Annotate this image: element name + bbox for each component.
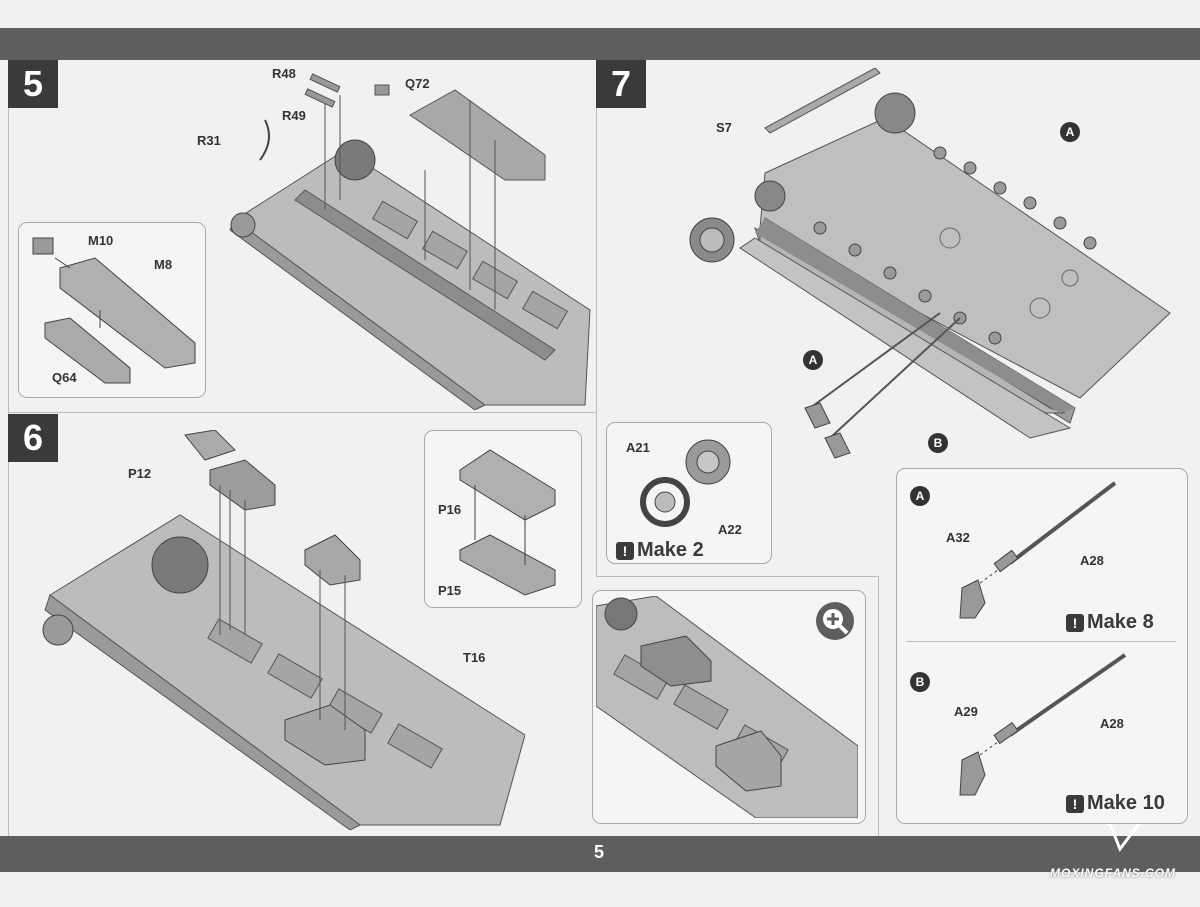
label-q72: Q72 (405, 76, 430, 91)
label-r31: R31 (197, 133, 221, 148)
step-6-number: 6 (8, 414, 58, 462)
watermark-text: MOXINGFANS.COM (1050, 866, 1177, 880)
label-p12: P12 (128, 466, 152, 481)
vertical-divider (596, 60, 597, 576)
zoom-plus-icon (816, 602, 854, 640)
make-10-text: Make 10 (1087, 792, 1165, 814)
make-8-note: ! Make 8 (1066, 611, 1154, 634)
callout-a-drawing (959, 481, 1117, 619)
label-a29: A29 (954, 704, 978, 719)
page-number: 5 (594, 842, 605, 862)
make-2-note: ! Make 2 (616, 539, 704, 562)
step-5-number: 5 (8, 60, 58, 108)
label-s7: S7 (716, 120, 732, 135)
exclamation-icon: ! (1066, 613, 1084, 632)
step6-right (878, 576, 879, 836)
exclamation-icon: ! (616, 541, 634, 560)
zoom-detail-drawing (596, 596, 858, 818)
step-7-number: 7 (596, 60, 646, 108)
callout-a-letter: A (910, 486, 930, 506)
label-p16: P16 (438, 502, 462, 517)
label-p15: P15 (438, 583, 462, 598)
step5-hull-drawing (229, 73, 591, 410)
label-t16: T16 (463, 650, 486, 665)
callout-letter-a-left: A (803, 350, 823, 370)
label-a28-a: A28 (1080, 553, 1104, 568)
callout-ab-box (896, 468, 1188, 824)
top-band (0, 28, 1200, 60)
wheel-inset-drawing (640, 439, 731, 527)
label-q64: Q64 (52, 370, 77, 385)
step6-hull-drawing (42, 430, 525, 830)
callout-b-drawing (959, 653, 1127, 796)
make-8-text: Make 8 (1087, 611, 1154, 633)
make-10-note: ! Make 10 (1066, 792, 1165, 815)
label-a32: A32 (946, 530, 970, 545)
exclamation-icon: ! (1066, 794, 1084, 813)
make-2-text: Make 2 (637, 539, 704, 561)
label-r48: R48 (272, 66, 296, 81)
label-a21: A21 (626, 440, 650, 455)
step6-inset-drawing (459, 449, 556, 596)
step5-inset-drawing (32, 237, 196, 384)
step7-hull-drawing (689, 68, 1171, 459)
wheel-inset (606, 422, 772, 564)
callout-letter-a-top: A (1060, 122, 1080, 142)
callout-ab-separator (906, 641, 1176, 642)
step7-bottom (596, 576, 878, 577)
label-m8: M8 (154, 257, 173, 272)
callout-letter-b: B (928, 433, 948, 453)
callout-b-letter: B (910, 672, 930, 692)
label-r49: R49 (282, 108, 306, 123)
bottom-band (0, 836, 1200, 872)
label-a22: A22 (718, 522, 742, 537)
horizontal-divider-step5 (8, 412, 596, 413)
label-m10: M10 (88, 233, 114, 248)
label-a28-b: A28 (1100, 716, 1124, 731)
